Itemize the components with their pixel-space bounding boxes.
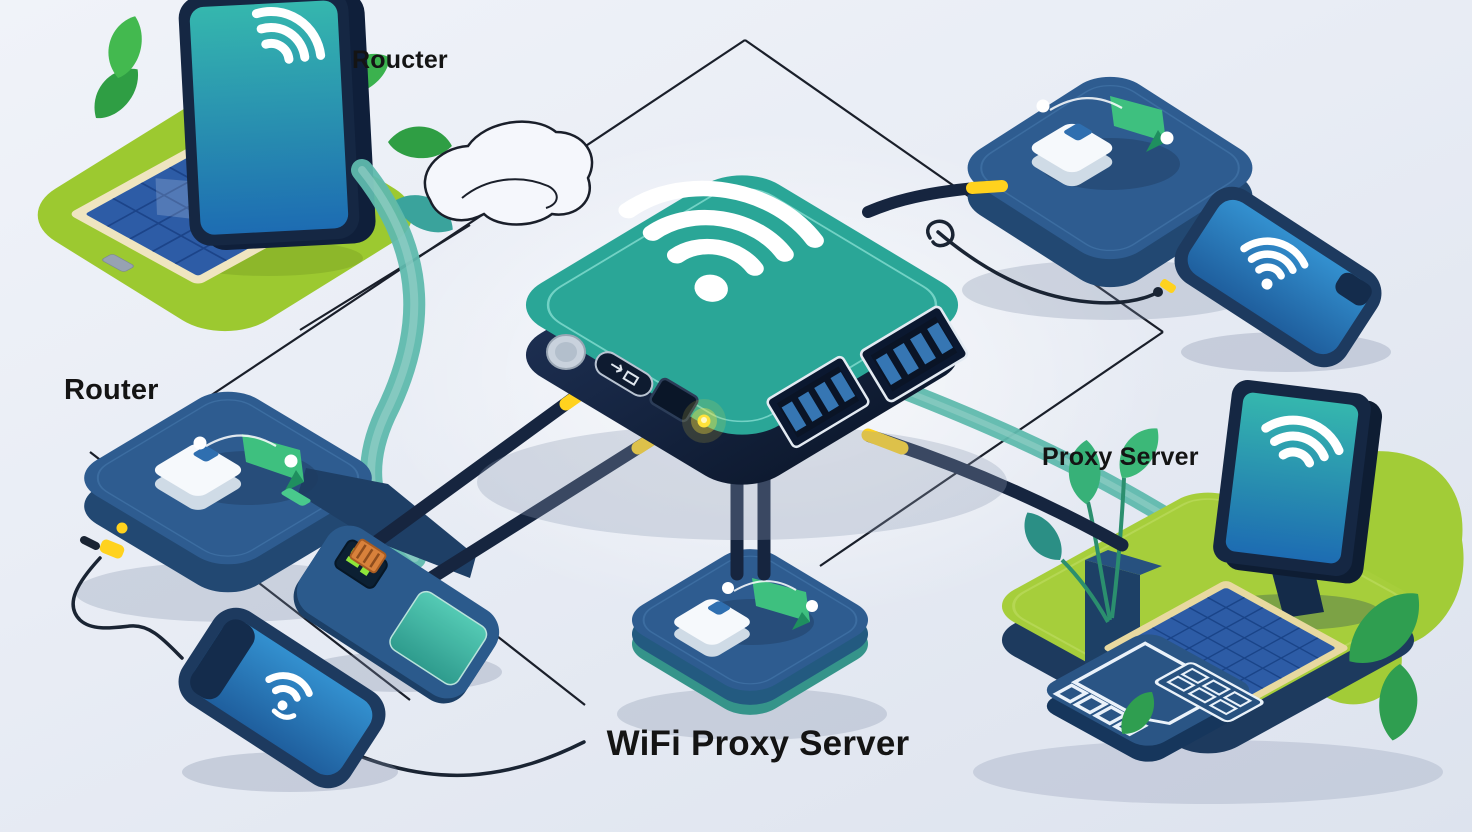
proxy-server-platform (973, 379, 1443, 804)
camera-notch (1335, 272, 1372, 306)
node-dot (284, 454, 298, 468)
cable-connector-yellow (861, 428, 909, 455)
node-dot (193, 436, 207, 450)
power-button (546, 334, 586, 370)
device-icon (154, 444, 242, 510)
flag-icon (752, 578, 810, 622)
smartphone-top-right (1174, 186, 1391, 372)
wifi-icon (251, 7, 326, 64)
lineart-keyboard (1154, 662, 1264, 723)
cable-duct (298, 468, 476, 578)
wifi-icon (265, 672, 313, 720)
ethernet-port-icon (766, 355, 870, 449)
diagram-title: WiFi Proxy Server (606, 724, 910, 763)
label-proxy-server: Proxy Server (1042, 443, 1199, 471)
label-router: Router (64, 374, 159, 406)
node-dot (806, 600, 818, 612)
camera-notch (190, 619, 255, 700)
wifi-icon (1240, 237, 1309, 290)
glove-shape (423, 120, 594, 226)
ethernet-port-icon (859, 305, 969, 403)
router-tile-bottom (617, 549, 887, 740)
smartphone-bottom-left (178, 607, 398, 792)
label-slot (594, 351, 654, 397)
central-proxy-device (477, 175, 1007, 540)
leaf-icon (95, 11, 156, 82)
status-led-icon (116, 522, 128, 534)
grass-patch-top-left (37, 0, 460, 332)
node-dot (1036, 99, 1050, 113)
device-icon (674, 599, 750, 657)
flag-icon (1110, 96, 1166, 142)
panel-button (102, 254, 134, 272)
device-icon (1031, 123, 1113, 187)
wifi-icon (1261, 415, 1344, 468)
usb-port-icon (649, 377, 699, 423)
node-dot (722, 582, 734, 594)
flag-icon (242, 434, 304, 482)
cable-connector-yellow (966, 180, 1008, 194)
label-roucter: Roucter (352, 46, 448, 74)
node-dot (1160, 131, 1174, 145)
chip-connector (349, 538, 387, 574)
status-led-icon (682, 399, 726, 443)
monitor-screen (1213, 379, 1383, 584)
tablet-top-left (178, 0, 376, 251)
wifi-icon (618, 180, 824, 302)
